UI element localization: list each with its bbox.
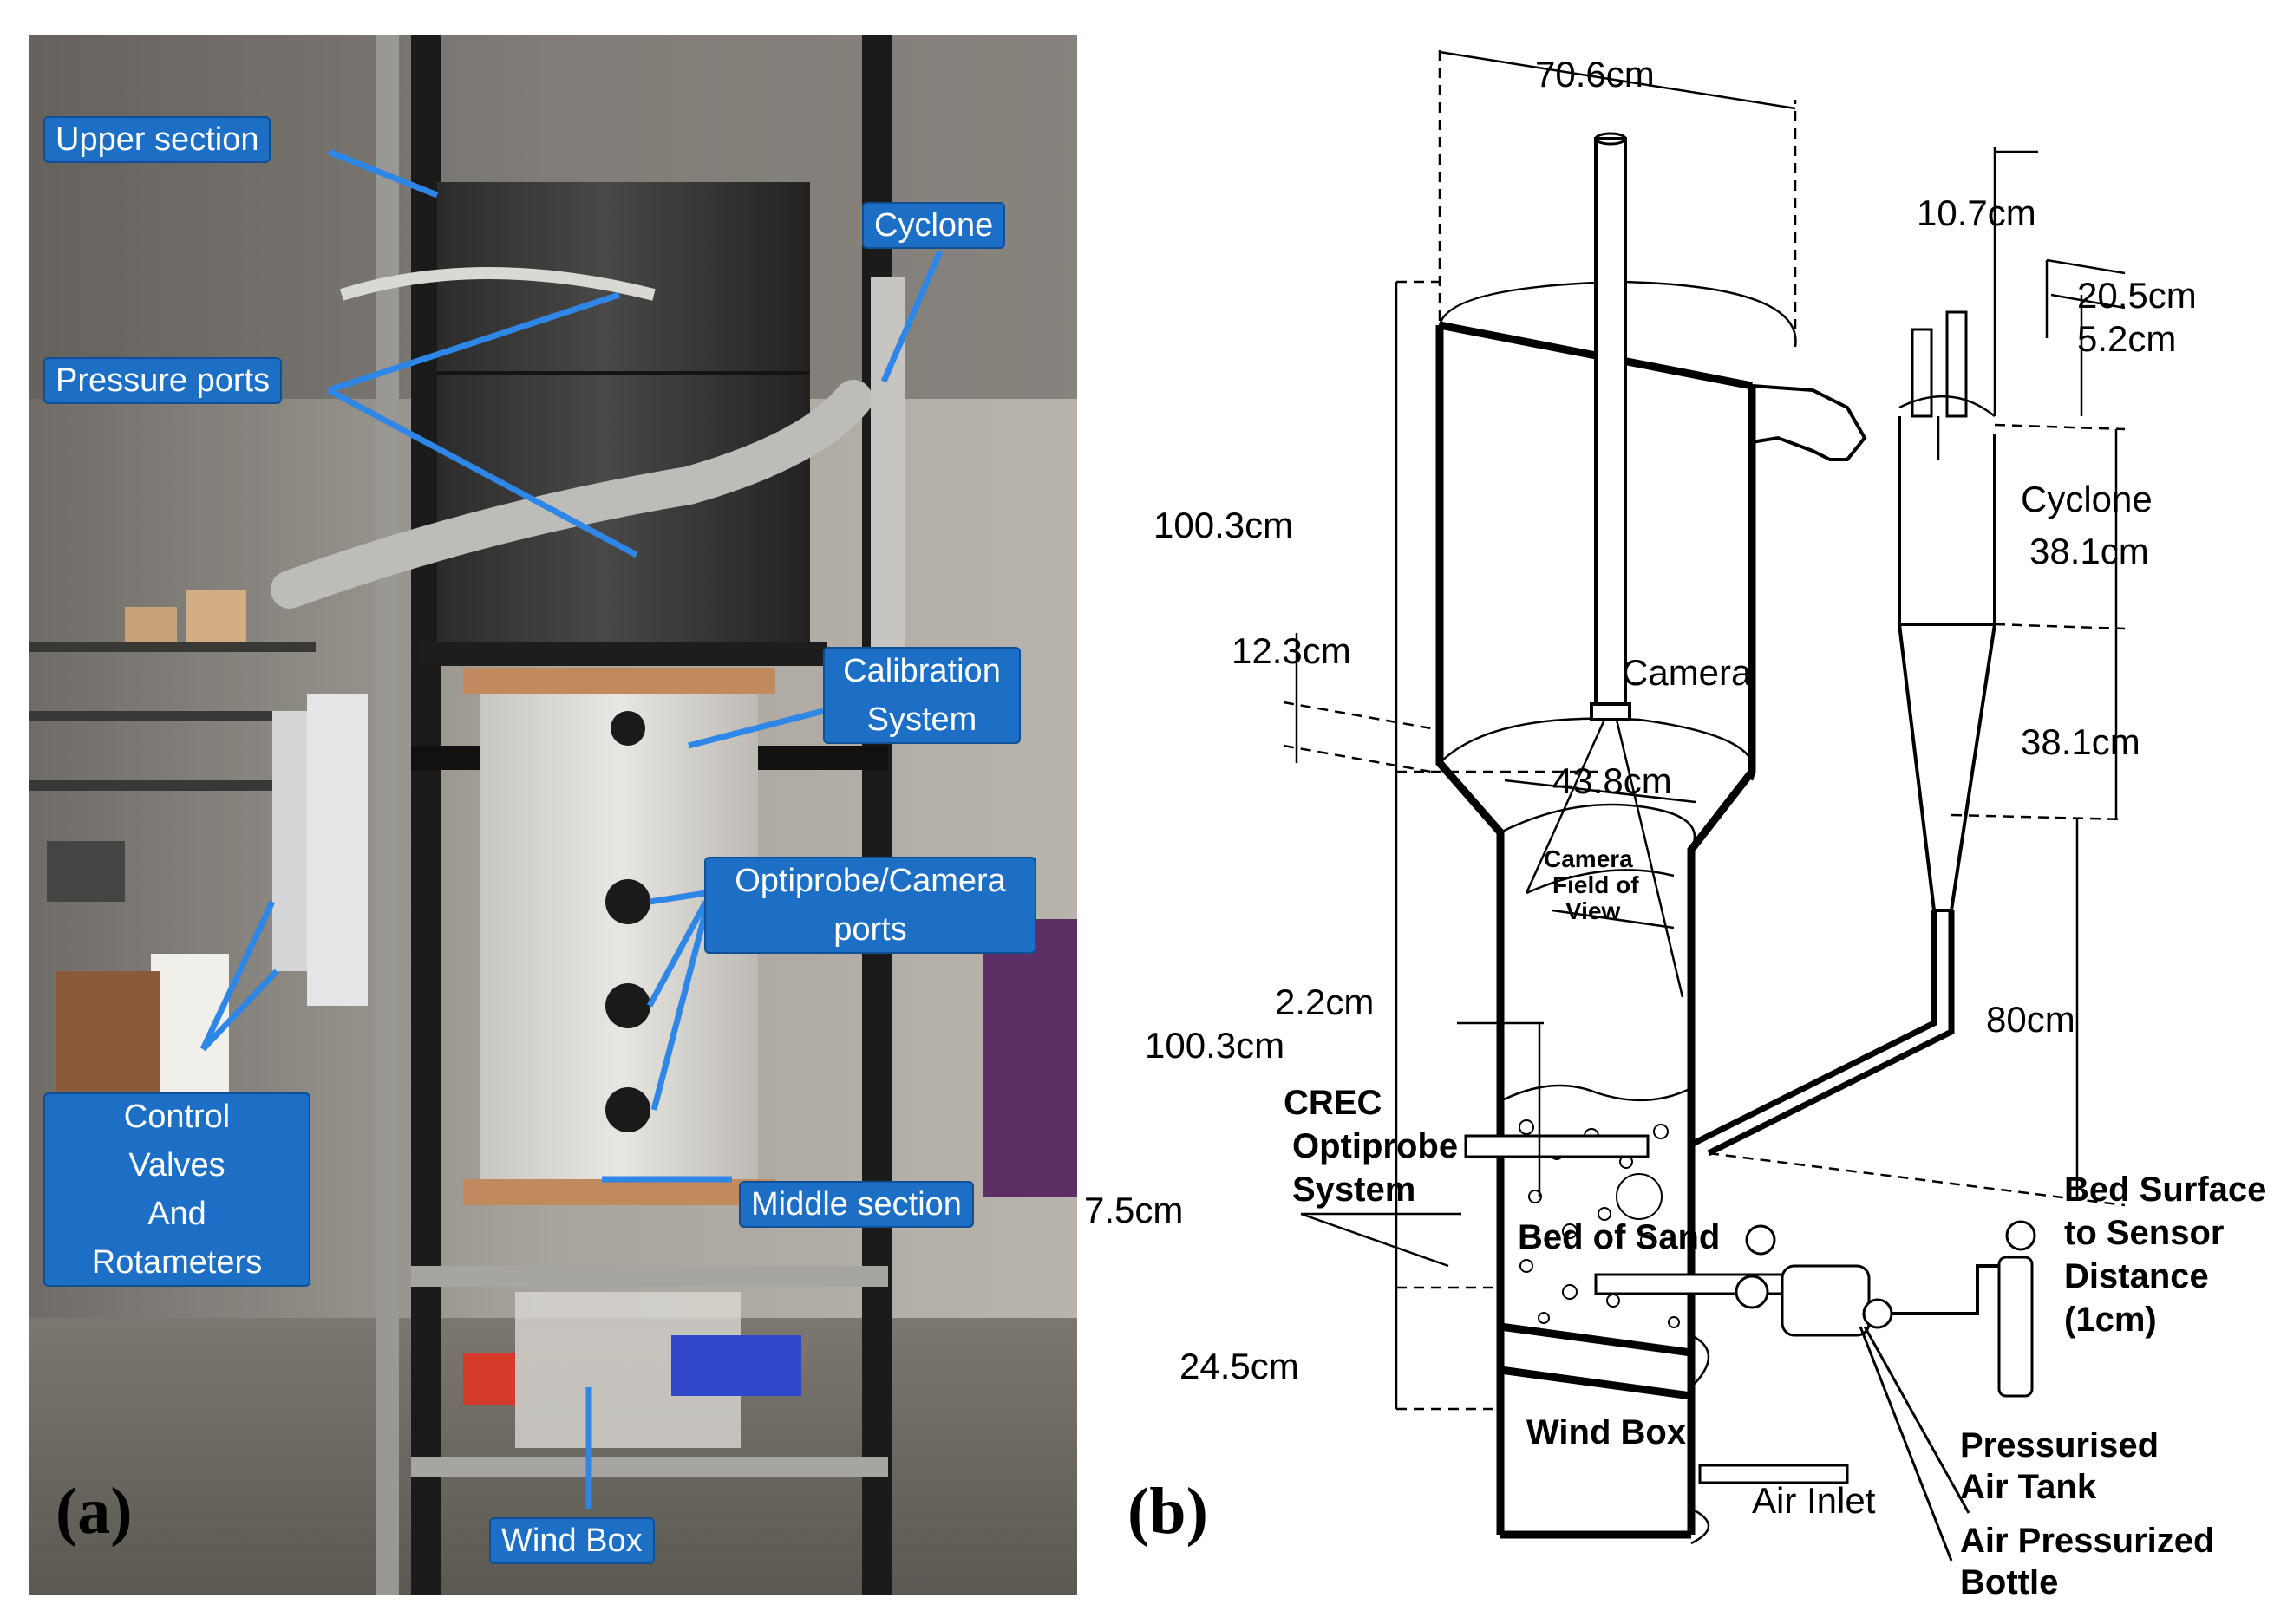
port-2 [605,983,650,1028]
photo-panel: Upper section Cyclone Pressure ports Cal… [29,35,1077,1595]
small-hose [339,267,656,301]
callout-pressure-ports: Pressure ports [43,357,283,404]
dim-80: 80cm [1986,999,2075,1040]
panel-a-letter: (a) [56,1475,133,1548]
dim-38-1-a: 38.1cm [2029,531,2149,571]
label-tank-1: Pressurised [1960,1426,2159,1464]
drawing-labels: 70.6cm 10.7cm 20.5cm 5.2cm 100.3cm Cyclo… [1084,54,2266,1601]
label-bed-surface-3: Distance [2064,1257,2209,1295]
dim-100-3-top: 100.3cm [1153,505,1293,545]
hose-pipe [271,380,872,609]
control-line-1: Control [123,1099,231,1135]
callout-arrows [199,148,944,1509]
port-1 [605,879,650,924]
shelves [29,590,316,1145]
label-air-inlet: Air Inlet [1752,1480,1876,1521]
label-bed-of-sand: Bed of Sand [1518,1218,1720,1256]
optiprobe-line-2: ports [833,911,907,948]
dim-43-8: 43.8cm [1552,760,1672,801]
label-cyclone: Cyclone [2021,479,2153,519]
label-cam-fov-3: View [1565,897,1621,924]
label-crec-3: System [1292,1171,1415,1209]
control-line-4: Rotameters [91,1244,263,1281]
dim-5-2: 5.2cm [2077,318,2176,359]
panel-b-letter: (b) [1127,1475,1208,1548]
calibration-line-1: Calibration [843,653,1001,689]
control-line-2: Valves [128,1147,225,1184]
callout-upper-section: Upper section [43,116,271,163]
label-tank-2: Air Tank [1960,1468,2097,1506]
label-bottle-1: Air Pressurized [1960,1522,2214,1560]
label-camera: Camera [1622,652,1752,693]
label-bed-surface-4: (1cm) [2064,1301,2157,1339]
dim-12-3: 12.3cm [1232,630,1351,671]
optiprobe-line-1: Optiprobe/Camera [735,863,1006,899]
label-crec-1: CREC [1284,1084,1382,1122]
dim-10-7: 10.7cm [1917,192,2036,233]
port-3 [605,1087,650,1132]
dim-7-5: 7.5cm [1084,1190,1183,1230]
control-line-3: And [147,1196,206,1232]
label-bed-surface-1: Bed Surface [2064,1171,2266,1209]
dim-70-6: 70.6cm [1535,54,1655,95]
label-bottle-2: Bottle [1960,1563,2058,1601]
callout-control-valves: Control Valves And Rotameters [43,1092,310,1287]
label-cam-fov-1: Camera [1544,845,1633,872]
callout-optiprobe-ports: Optiprobe/Camera ports [704,857,1036,954]
callout-middle-section: Middle section [739,1181,974,1228]
dim-20-5: 20.5cm [2077,275,2197,316]
air-inlet-pipe [1698,1464,1849,1484]
calibration-line-2: System [866,701,977,738]
callout-calibration-system: Calibration System [823,647,1021,744]
air-tank [1781,1264,1871,1337]
blue-tray [671,1335,801,1396]
dim-100-3-mid: 100.3cm [1145,1025,1284,1066]
label-wind-box: Wind Box [1526,1413,1686,1451]
dim-2-2: 2.2cm [1275,982,1374,1022]
callout-cyclone: Cyclone [862,202,1006,249]
air-bottle [1997,1256,2034,1398]
callout-wind-box: Wind Box [489,1517,655,1564]
main-column-right-wall [1687,386,1756,1535]
main-column-left-wall [1435,325,1505,1535]
label-cam-fov-2: Field of [1552,871,1639,898]
drawing-panel: 70.6cm 10.7cm 20.5cm 5.2cm 100.3cm Cyclo… [1084,0,2274,1624]
label-bed-surface-2: to Sensor [2064,1214,2224,1252]
dim-24-5: 24.5cm [1179,1346,1299,1386]
upper-section-drum [437,182,810,650]
reactor-schematic: 70.6cm 10.7cm 20.5cm 5.2cm 100.3cm Cyclo… [1084,48,2266,1601]
dim-38-1-b: 38.1cm [2021,721,2140,762]
label-crec-2: Optiprobe [1292,1127,1458,1165]
